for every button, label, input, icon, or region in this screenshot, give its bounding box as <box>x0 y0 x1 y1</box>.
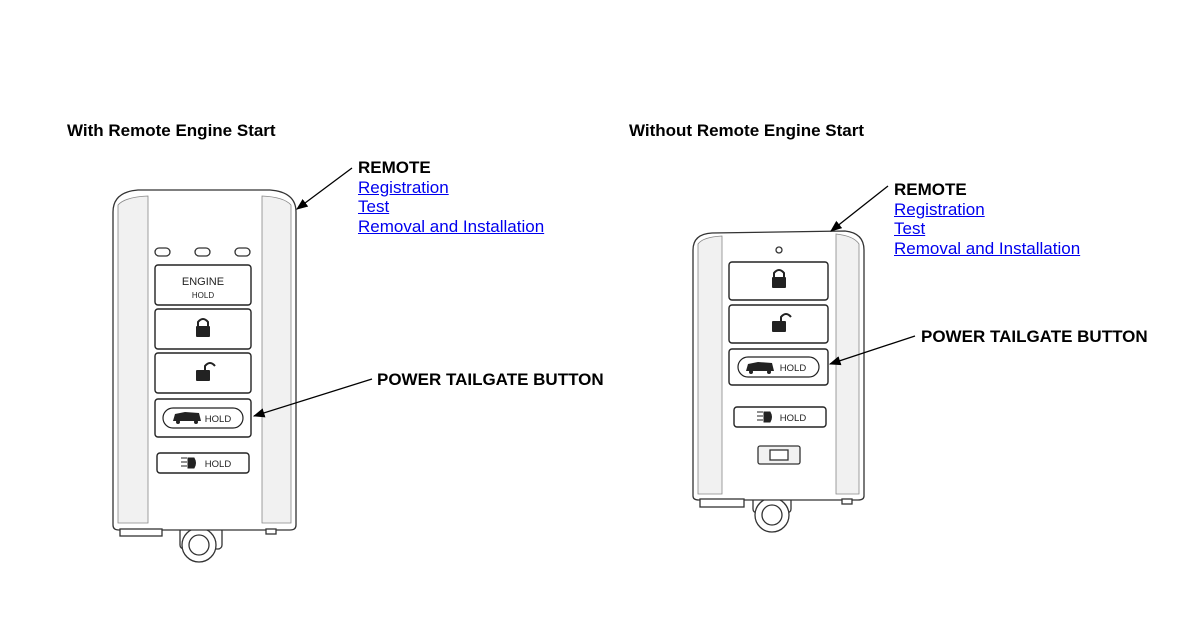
left-engine-label: ENGINE <box>182 276 224 288</box>
right-lock-icon <box>772 269 786 288</box>
right-unlock-icon <box>772 313 792 332</box>
right-tailgate-leader-line <box>828 335 916 366</box>
left-unlock-button[interactable] <box>154 352 252 394</box>
left-panic-lights-button[interactable]: HOLD <box>156 452 250 474</box>
left-tailgate-leader-line <box>252 378 373 418</box>
right-tailgate-icon <box>746 362 774 374</box>
right-power-tailgate-button[interactable]: HOLD <box>728 348 829 386</box>
right-lock-button[interactable] <box>728 261 829 301</box>
left-remote-callout: REMOTE Registration Test Removal and Ins… <box>358 158 544 236</box>
left-test-link[interactable]: Test <box>358 197 390 216</box>
right-lights-icon <box>757 411 772 423</box>
left-tailgate-icon <box>173 412 201 424</box>
right-unlock-button[interactable] <box>728 304 829 344</box>
left-engine-hold-label: HOLD <box>192 291 214 300</box>
right-remote-callout: REMOTE Registration Test Removal and Ins… <box>894 180 1080 258</box>
left-unlock-icon <box>196 362 216 381</box>
right-test-link[interactable]: Test <box>894 219 926 238</box>
left-power-tailgate-label: POWER TAILGATE BUTTON <box>377 370 604 389</box>
left-heading: With Remote Engine Start <box>67 121 276 140</box>
left-lights-hold-label: HOLD <box>205 459 232 470</box>
left-removal-installation-link[interactable]: Removal and Installation <box>358 216 545 236</box>
right-panic-lights-button[interactable]: HOLD <box>733 406 827 428</box>
right-tailgate-hold-label: HOLD <box>780 363 807 374</box>
left-lock-icon <box>196 318 210 337</box>
left-lock-button[interactable] <box>154 308 252 350</box>
left-engine-start-button[interactable]: ENGINE HOLD <box>154 264 252 306</box>
left-lights-icon <box>181 457 196 469</box>
right-power-tailgate-label: POWER TAILGATE BUTTON <box>921 327 1148 346</box>
right-remote-leader-line <box>830 185 889 232</box>
left-registration-link[interactable]: Registration <box>358 177 449 197</box>
right-lights-hold-label: HOLD <box>780 413 807 424</box>
left-remote-title: REMOTE <box>358 158 431 177</box>
right-registration-link[interactable]: Registration <box>894 199 985 219</box>
right-removal-installation-link[interactable]: Removal and Installation <box>894 238 1081 258</box>
right-remote-title: REMOTE <box>894 180 967 199</box>
right-heading: Without Remote Engine Start <box>629 121 865 140</box>
left-remote-leader-line <box>296 167 353 210</box>
left-power-tailgate-button[interactable]: HOLD <box>154 398 252 438</box>
left-tailgate-hold-label: HOLD <box>205 414 232 425</box>
